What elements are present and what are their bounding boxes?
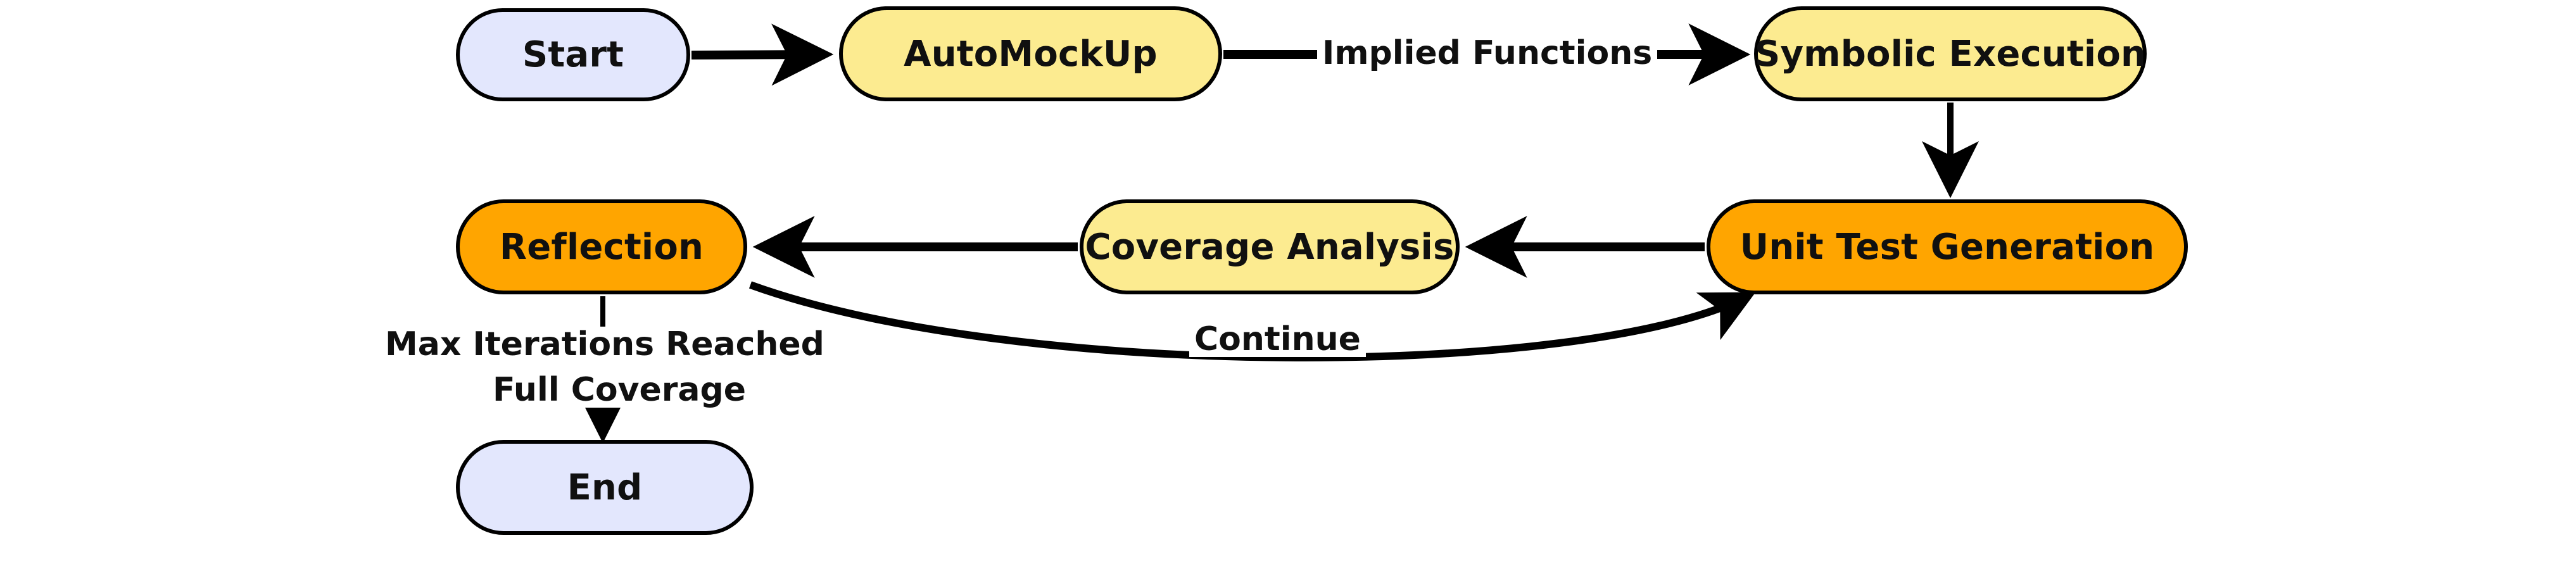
node-automockup-label: AutoMockUp: [904, 33, 1158, 75]
node-coverage-analysis[interactable]: Coverage Analysis: [1080, 199, 1460, 294]
node-unit-test-generation-label: Unit Test Generation: [1739, 226, 2155, 268]
node-symbolic-execution-label: Symbolic Execution: [1754, 33, 2147, 75]
node-coverage-analysis-label: Coverage Analysis: [1085, 226, 1455, 268]
edge-label-full-coverage: Full Coverage: [488, 372, 751, 408]
edge-reflection-to-unit-test-generation: [748, 281, 1756, 361]
edge-label-continue: Continue: [1189, 322, 1366, 357]
node-unit-test-generation[interactable]: Unit Test Generation: [1707, 199, 2188, 294]
node-end[interactable]: End: [456, 440, 754, 535]
node-symbolic-execution[interactable]: Symbolic Execution: [1754, 6, 2147, 101]
edge-label-implied-functions: Implied Functions: [1317, 35, 1658, 71]
edge-label-max-iterations-reached: Max Iterations Reached: [380, 327, 830, 362]
node-automockup[interactable]: AutoMockUp: [839, 6, 1222, 101]
node-end-label: End: [567, 467, 643, 508]
node-reflection[interactable]: Reflection: [456, 199, 747, 294]
node-start-label: Start: [522, 34, 624, 75]
edge-start-to-automockup: [691, 23, 834, 86]
node-start[interactable]: Start: [456, 8, 690, 101]
node-reflection-label: Reflection: [499, 226, 704, 268]
